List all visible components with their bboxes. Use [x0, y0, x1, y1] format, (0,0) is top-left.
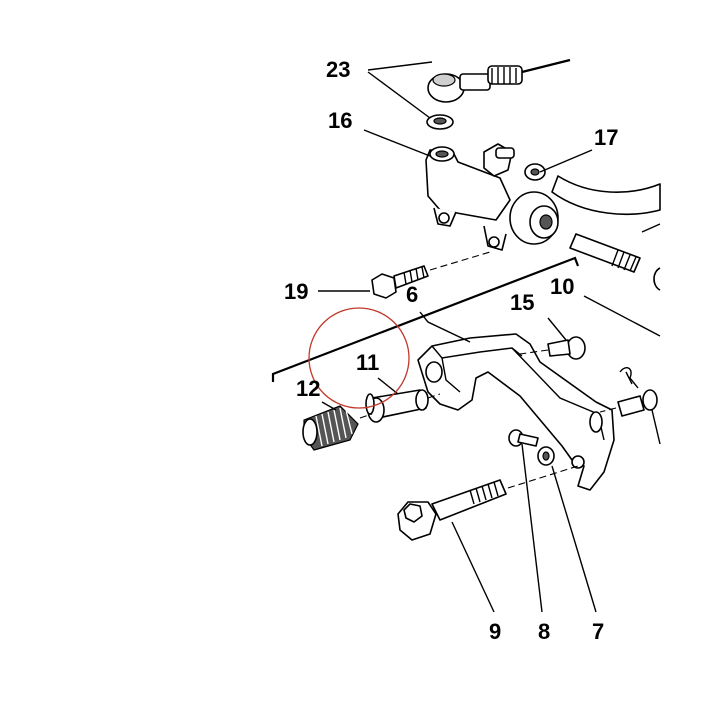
callout-16: 16	[328, 108, 353, 133]
callout-19: 19	[284, 279, 309, 304]
callout-12: 12	[296, 376, 321, 401]
highlight-circle	[308, 307, 410, 409]
callout-11: 11	[356, 350, 380, 375]
callout-15: 15	[510, 290, 535, 315]
callout-9: 9	[489, 619, 502, 644]
clevis-pin-part	[599, 367, 661, 445]
bush-11-part	[365, 389, 429, 423]
callout-8: 8	[538, 619, 551, 644]
callout-6: 6	[406, 282, 419, 307]
hose-clip-part	[524, 163, 546, 181]
nut-7-part	[537, 446, 555, 466]
screw-8-part	[508, 429, 539, 447]
hose-union-part	[427, 58, 571, 103]
bolt-19-part	[371, 251, 491, 299]
pedal-bracket-part	[417, 333, 615, 491]
pedal-rubber-12-part	[302, 393, 441, 451]
leader-lines	[318, 61, 661, 613]
bolt-15-part	[519, 336, 586, 360]
callout-23: 23	[326, 57, 351, 82]
reservoir-hose-part	[551, 175, 661, 215]
callout-17: 17	[594, 125, 619, 150]
shaft-bolt-9-part	[397, 465, 579, 541]
callout-7: 7	[592, 619, 605, 644]
sealing-washer-part	[426, 114, 454, 130]
master-cylinder-part	[425, 143, 559, 251]
callout-10: 10	[550, 274, 575, 299]
stud-part	[569, 223, 661, 291]
